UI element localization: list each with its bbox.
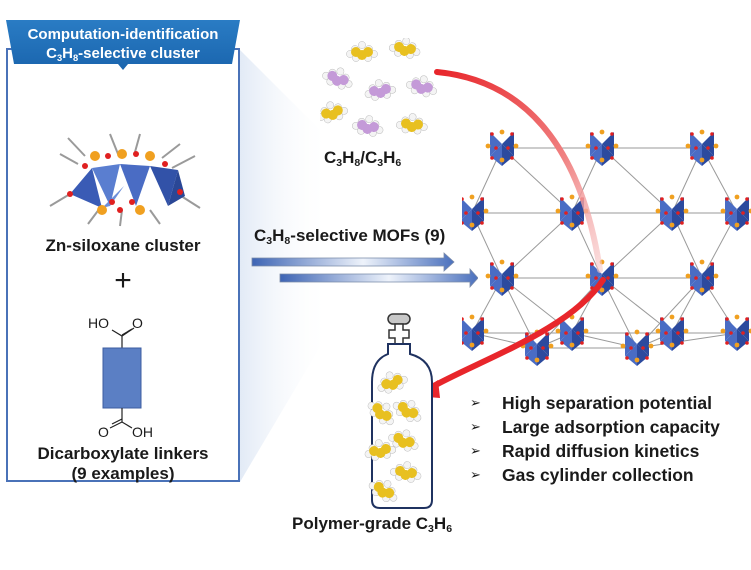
propylene-molecule-icon: [389, 461, 422, 483]
zn-cluster-node: [485, 129, 519, 166]
mixture-label: C3H8/C3H6: [324, 148, 402, 170]
propylene-molecule-icon: [367, 401, 394, 426]
bullet-arrow-icon: ➢: [470, 395, 481, 410]
feature-item: ➢ Large adsorption capacity: [470, 415, 720, 439]
banner: [6, 20, 240, 70]
framework-links: [471, 147, 738, 349]
linker-label: Dicarboxylate linkers: [37, 444, 209, 463]
process-label: C3H8-selective MOFs (9): [254, 226, 446, 248]
linker-top-oxygen: O: [132, 315, 143, 331]
dicarboxylate-linker-icon: [102, 327, 142, 429]
feature-item: ➢ High separation potential: [470, 391, 720, 415]
propylene-molecule-icon: [364, 439, 397, 461]
propylene-molecule-icon: [351, 115, 384, 137]
linker-bottom-oxygen: O: [98, 424, 109, 440]
arrow-lower: [279, 267, 478, 289]
process-arrows: [251, 252, 478, 289]
building-blocks-panel: [6, 48, 240, 482]
feature-text: High separation potential: [502, 393, 713, 413]
propylene-molecule-icon: [392, 400, 422, 423]
propane-molecule-icon: [396, 113, 428, 135]
propylene-molecule-icon: [364, 79, 397, 101]
product-label: Polymer-grade C3H6: [292, 514, 453, 536]
zn-cluster-node: [485, 259, 519, 296]
gas-mixture-molecules-icon: [320, 38, 437, 137]
linker-count: (9 examples): [71, 464, 175, 483]
feature-text: Large adsorption capacity: [502, 417, 720, 437]
zn-cluster-node: [655, 194, 689, 231]
propylene-molecule-icon: [406, 75, 437, 98]
feature-item: ➢ Gas cylinder collection: [470, 463, 720, 487]
zn-cluster-node: [520, 329, 554, 366]
zn-cluster-node: [585, 129, 619, 166]
zn-cluster-node: [720, 314, 751, 351]
cluster-label: Zn-siloxane cluster: [45, 236, 201, 255]
propane-molecule-icon: [320, 101, 348, 124]
bullet-arrow-icon: ➢: [470, 419, 481, 434]
zn-cluster-node: [462, 194, 489, 231]
zn-cluster-node: [685, 129, 719, 166]
arrow-upper: [251, 252, 455, 272]
zn-cluster-node: [462, 314, 489, 351]
zn-cluster-node: [655, 314, 689, 351]
banner-line-1: Computation-identification: [27, 26, 219, 43]
banner-title: Computation-identification C3H8-selectiv…: [6, 25, 240, 63]
bullet-arrow-icon: ➢: [470, 467, 481, 482]
gas-cylinder-icon: [364, 313, 433, 509]
banner-line-2: C3H8-selective cluster: [46, 45, 200, 63]
propylene-molecule-icon: [377, 371, 408, 394]
mof-framework-icon: [462, 129, 751, 366]
zn-cluster-node: [555, 194, 589, 231]
zn-cluster-node: [685, 259, 719, 296]
feature-list: ➢ High separation potential ➢ Large adsorp…: [470, 391, 720, 487]
zn-siloxane-cluster-icon: [49, 133, 201, 227]
linker-top-hydroxyl: HO: [88, 315, 109, 331]
zn-cluster-node: [620, 329, 654, 366]
propane-molecule-icon: [388, 38, 421, 59]
zn-cluster-node: [555, 314, 589, 351]
propylene-molecule-icon: [388, 429, 419, 452]
feature-item: ➢ Rapid diffusion kinetics: [470, 439, 720, 463]
propane-molecule-icon: [346, 41, 378, 62]
feature-text: Gas cylinder collection: [502, 465, 694, 485]
linker-bottom-hydroxyl: OH: [132, 424, 153, 440]
zn-cluster-node: [720, 194, 751, 231]
plus-sign: +: [114, 264, 132, 297]
propylene-molecule-icon: [322, 67, 353, 90]
propylene-molecule-icon: [368, 480, 398, 503]
bullet-arrow-icon: ➢: [470, 443, 481, 458]
feature-text: Rapid diffusion kinetics: [502, 441, 700, 461]
